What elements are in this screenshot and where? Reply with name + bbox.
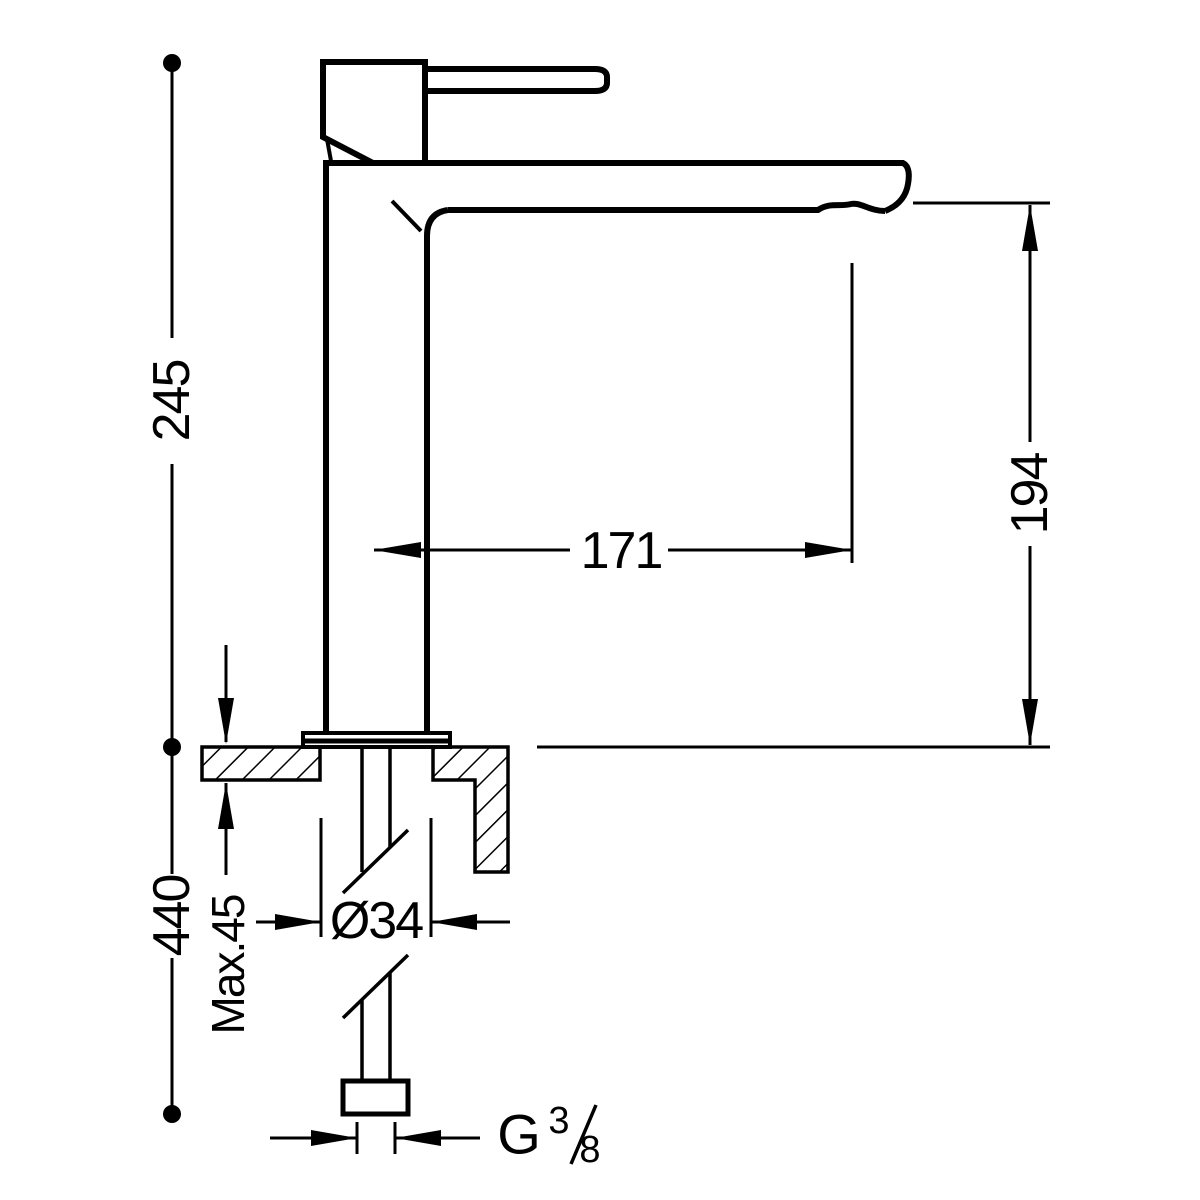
dimension-max45: Max.45 <box>202 645 254 1034</box>
dim-171-label: 171 <box>581 522 662 580</box>
dim-g38-arrow-right-pointing <box>311 1130 357 1146</box>
deck-right-slab <box>431 745 510 874</box>
handle-base-detail-line <box>325 138 333 162</box>
body-right-edge <box>424 207 449 733</box>
dim-440-label: 440 <box>143 876 201 957</box>
faucet-outline <box>301 59 912 749</box>
supply-shank <box>340 747 411 1117</box>
dimension-diameter-34: Ø34 <box>256 818 510 950</box>
dimension-194: 194 <box>537 201 1059 749</box>
shank-break-slash-lower <box>341 953 410 1020</box>
countertop-section <box>200 745 510 874</box>
dim-g38-denominator: 8 <box>579 1129 600 1171</box>
faucet-lever-handle <box>425 66 610 94</box>
faucet-handle-block <box>320 59 428 166</box>
dim-g38-letter: G <box>497 1103 541 1166</box>
dim-194-label: 194 <box>1001 453 1059 535</box>
dimension-245: 245 <box>143 54 201 756</box>
spout-top-edge <box>323 160 912 214</box>
dim-34-label: Ø34 <box>330 892 423 950</box>
shank-end-nut <box>340 1078 411 1117</box>
dim-g38-numerator: 3 <box>548 1100 569 1142</box>
dim-245-label: 245 <box>143 361 201 442</box>
dim-171-arrow-right <box>805 542 852 558</box>
dim-max45-arrow-down <box>218 698 234 744</box>
shank-break-slash-upper <box>341 828 410 895</box>
dimension-440: 440 <box>143 747 201 1123</box>
spout-underside <box>448 200 886 214</box>
dimension-thread-g38: G 3 8 <box>270 1100 601 1171</box>
dim-g38-fraction-slash <box>569 1104 598 1165</box>
dim-34-arrow-right-pointing <box>275 914 321 930</box>
deck-left-slab <box>200 745 322 782</box>
dim-194-arrow-down <box>1022 699 1038 745</box>
spout-crease-line <box>390 199 423 233</box>
dim-max45-label: Max.45 <box>202 895 254 1034</box>
dim-440-bottom-dot <box>163 1105 181 1123</box>
dimension-171: 171 <box>374 263 854 580</box>
